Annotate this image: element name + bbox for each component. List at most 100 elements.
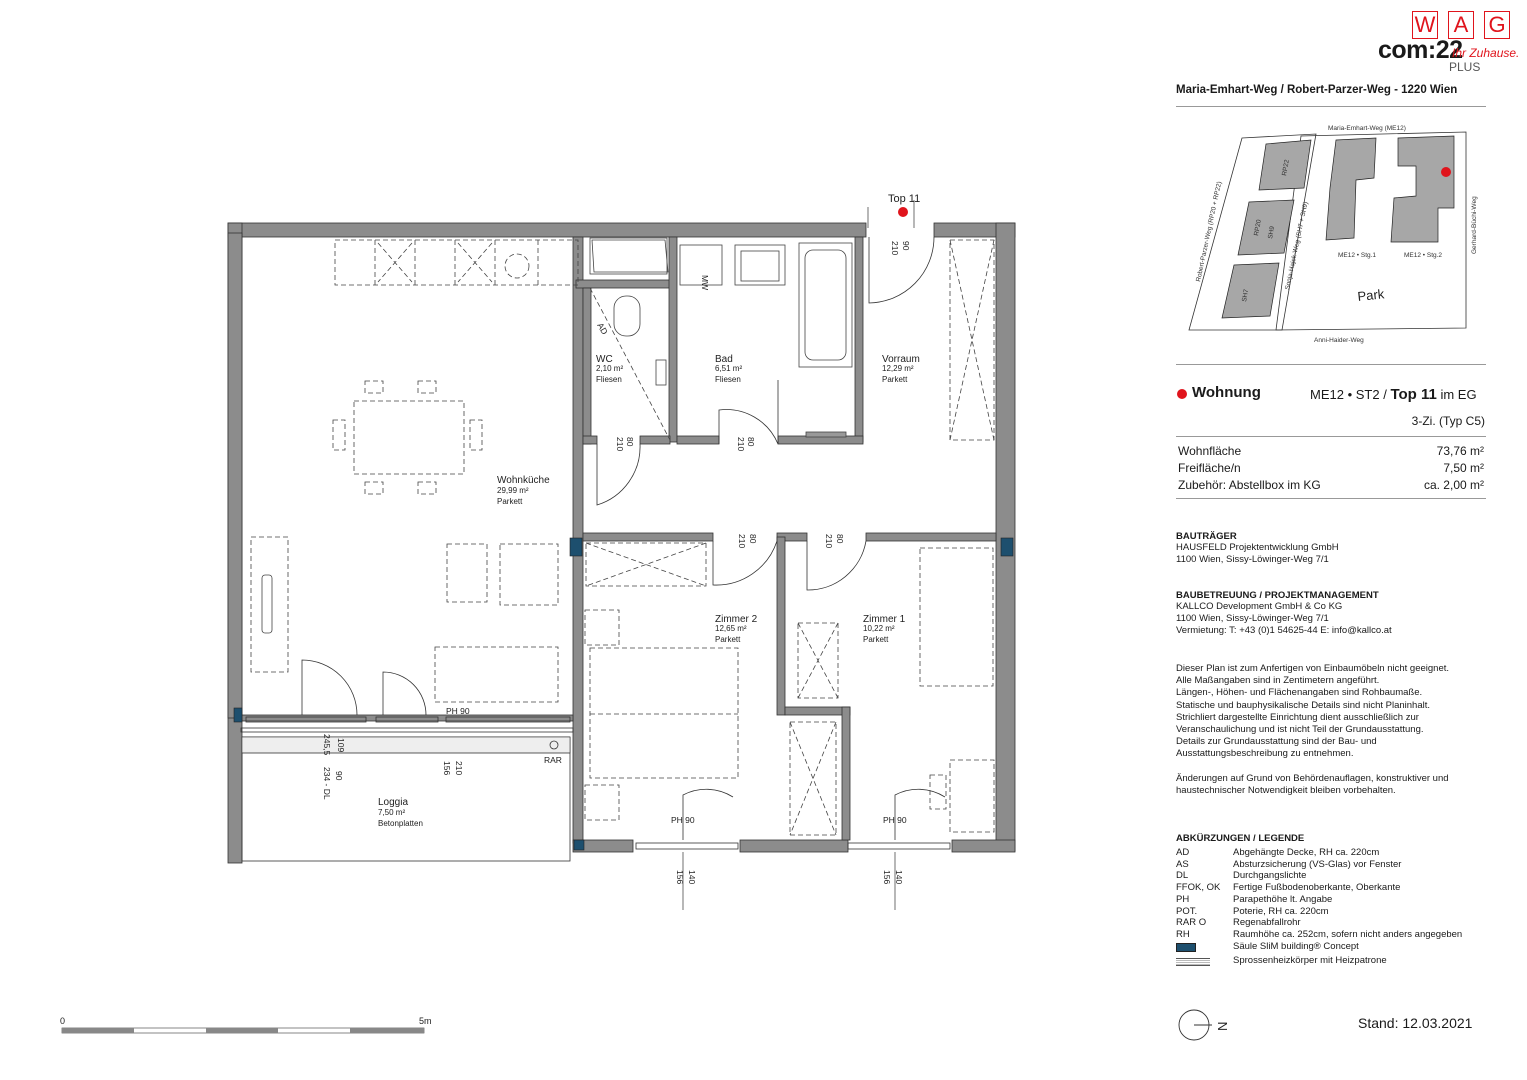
sanitary <box>261 237 853 634</box>
legend-row: Sprossenheizkörper mit Heizpatrone <box>1176 955 1496 970</box>
disclaimer: Dieser Plan ist zum Anfertigen von Einba… <box>1176 663 1450 796</box>
svg-text:80: 80 <box>746 437 756 447</box>
svg-text:7,50 m²: 7,50 m² <box>378 808 405 817</box>
svg-text:0: 0 <box>60 1016 65 1026</box>
svg-text:WC: WC <box>596 354 613 365</box>
stair-2: ME12 • Stg.2 <box>1404 252 1442 259</box>
street-top: Maria-Emhart-Weg (ME12) <box>1328 125 1406 132</box>
svg-text:Bad: Bad <box>715 354 733 365</box>
legend-row: POT.Poterie, RH ca. 220cm <box>1176 905 1329 917</box>
svg-text:210: 210 <box>824 534 834 548</box>
svg-text:210: 210 <box>615 437 625 451</box>
plan-date: Stand: 12.03.2021 <box>1358 1015 1473 1031</box>
unit-id: ME12 • ST2 / Top 11 im EG <box>1310 386 1477 403</box>
svg-text:210: 210 <box>454 761 464 775</box>
unit-title: Wohnung <box>1192 384 1261 401</box>
north-arrow-icon: N <box>1178 1009 1230 1041</box>
entrance-marker <box>898 207 908 217</box>
svg-text:234 - DL: 234 - DL <box>322 767 332 800</box>
furniture <box>250 239 995 836</box>
svg-text:Zimmer 2: Zimmer 2 <box>715 614 758 625</box>
svg-text:Loggia: Loggia <box>378 797 408 808</box>
logo-letter-w: W <box>1412 11 1438 39</box>
room-zimmer1: Zimmer 110,22 m² Parkett <box>863 614 906 644</box>
svg-text:245,5: 245,5 <box>322 734 332 756</box>
block-rp22: RP22 <box>1281 159 1291 177</box>
svg-text:90: 90 <box>334 771 344 781</box>
svg-text:Vorraum: Vorraum <box>882 354 920 365</box>
street-right: Gerhard-Büchi-Weg <box>1471 196 1478 254</box>
ph-label-3: PH 90 <box>883 815 907 825</box>
svg-text:Fliesen: Fliesen <box>715 375 741 384</box>
svg-text:109: 109 <box>336 738 346 752</box>
logo-letter-a: A <box>1448 11 1474 39</box>
mw-label: MW <box>700 275 710 290</box>
scale-bar: 0 5m <box>60 1016 432 1034</box>
ad-label: AD <box>595 321 610 336</box>
doors <box>301 236 946 840</box>
logo-tagline: Ihr Zuhause. <box>1452 46 1520 60</box>
dimension-lines <box>682 200 915 910</box>
svg-text:210: 210 <box>736 437 746 451</box>
walls <box>227 222 1016 864</box>
svg-text:2,10 m²: 2,10 m² <box>596 364 623 373</box>
site-map: Maria-Emhart-Weg (ME12) Robert-Parzer-We… <box>1188 125 1478 344</box>
svg-text:156: 156 <box>442 761 452 775</box>
svg-text:140: 140 <box>687 870 697 884</box>
svg-text:80: 80 <box>748 534 758 544</box>
street-left: Robert-Parzer-Weg (RP20 + RP22) <box>1195 181 1223 283</box>
top-label: Top 11 <box>888 193 920 205</box>
svg-text:210: 210 <box>737 534 747 548</box>
logo-brand: com:22 <box>1378 36 1463 64</box>
slim-column-swatch <box>1176 942 1196 952</box>
floor-plan: AD MW RAR PH 90 PH 90 PH 90 210 80 210 8… <box>60 193 1016 1034</box>
svg-text:Zimmer 1: Zimmer 1 <box>863 614 906 625</box>
windows <box>240 716 951 850</box>
logo-plus: PLUS <box>1449 60 1481 74</box>
svg-text:156: 156 <box>675 870 685 884</box>
block-sh9: SH9 <box>1267 225 1276 239</box>
svg-text:80: 80 <box>835 534 845 544</box>
svg-text:Parkett: Parkett <box>863 635 889 644</box>
rar-label: RAR <box>544 755 562 765</box>
bautraeger-block: BAUTRÄGER HAUSFELD Projektentwicklung Gm… <box>1176 531 1339 566</box>
street-bottom: Anni-Haider-Weg <box>1314 337 1364 344</box>
legend-row: Säule SliM building® Concept <box>1176 941 1496 956</box>
svg-text:90: 90 <box>901 241 911 251</box>
unit-marker-dot <box>1177 389 1187 399</box>
svg-text:5m: 5m <box>419 1016 432 1026</box>
svg-text:Fliesen: Fliesen <box>596 375 622 384</box>
svg-text:N: N <box>1215 1022 1230 1031</box>
park-label: Park <box>1357 286 1386 304</box>
room-wc: WC2,10 m² Fliesen <box>596 354 623 384</box>
unit-type: 3-Zi. (Typ C5) <box>1411 414 1485 428</box>
svg-text:80: 80 <box>625 437 635 447</box>
project-address: Maria-Emhart-Weg / Robert-Parzer-Weg - 1… <box>1176 84 1458 96</box>
stair-1: ME12 • Stg.1 <box>1338 252 1376 259</box>
svg-text:6,51 m²: 6,51 m² <box>715 364 742 373</box>
svg-text:10,22 m²: 10,22 m² <box>863 624 895 633</box>
dimension-labels: AD MW RAR PH 90 PH 90 PH 90 210 80 210 8… <box>322 241 911 884</box>
slim-columns <box>233 537 1014 851</box>
block-rp20: RP20 <box>1253 219 1263 237</box>
logo-letter-g: G <box>1484 11 1510 39</box>
svg-text:Parkett: Parkett <box>497 497 523 506</box>
block-sh7: SH7 <box>1241 288 1250 302</box>
svg-text:12,65 m²: 12,65 m² <box>715 624 747 633</box>
svg-text:140: 140 <box>894 870 904 884</box>
svg-text:156: 156 <box>882 870 892 884</box>
svg-text:Parkett: Parkett <box>882 375 908 384</box>
